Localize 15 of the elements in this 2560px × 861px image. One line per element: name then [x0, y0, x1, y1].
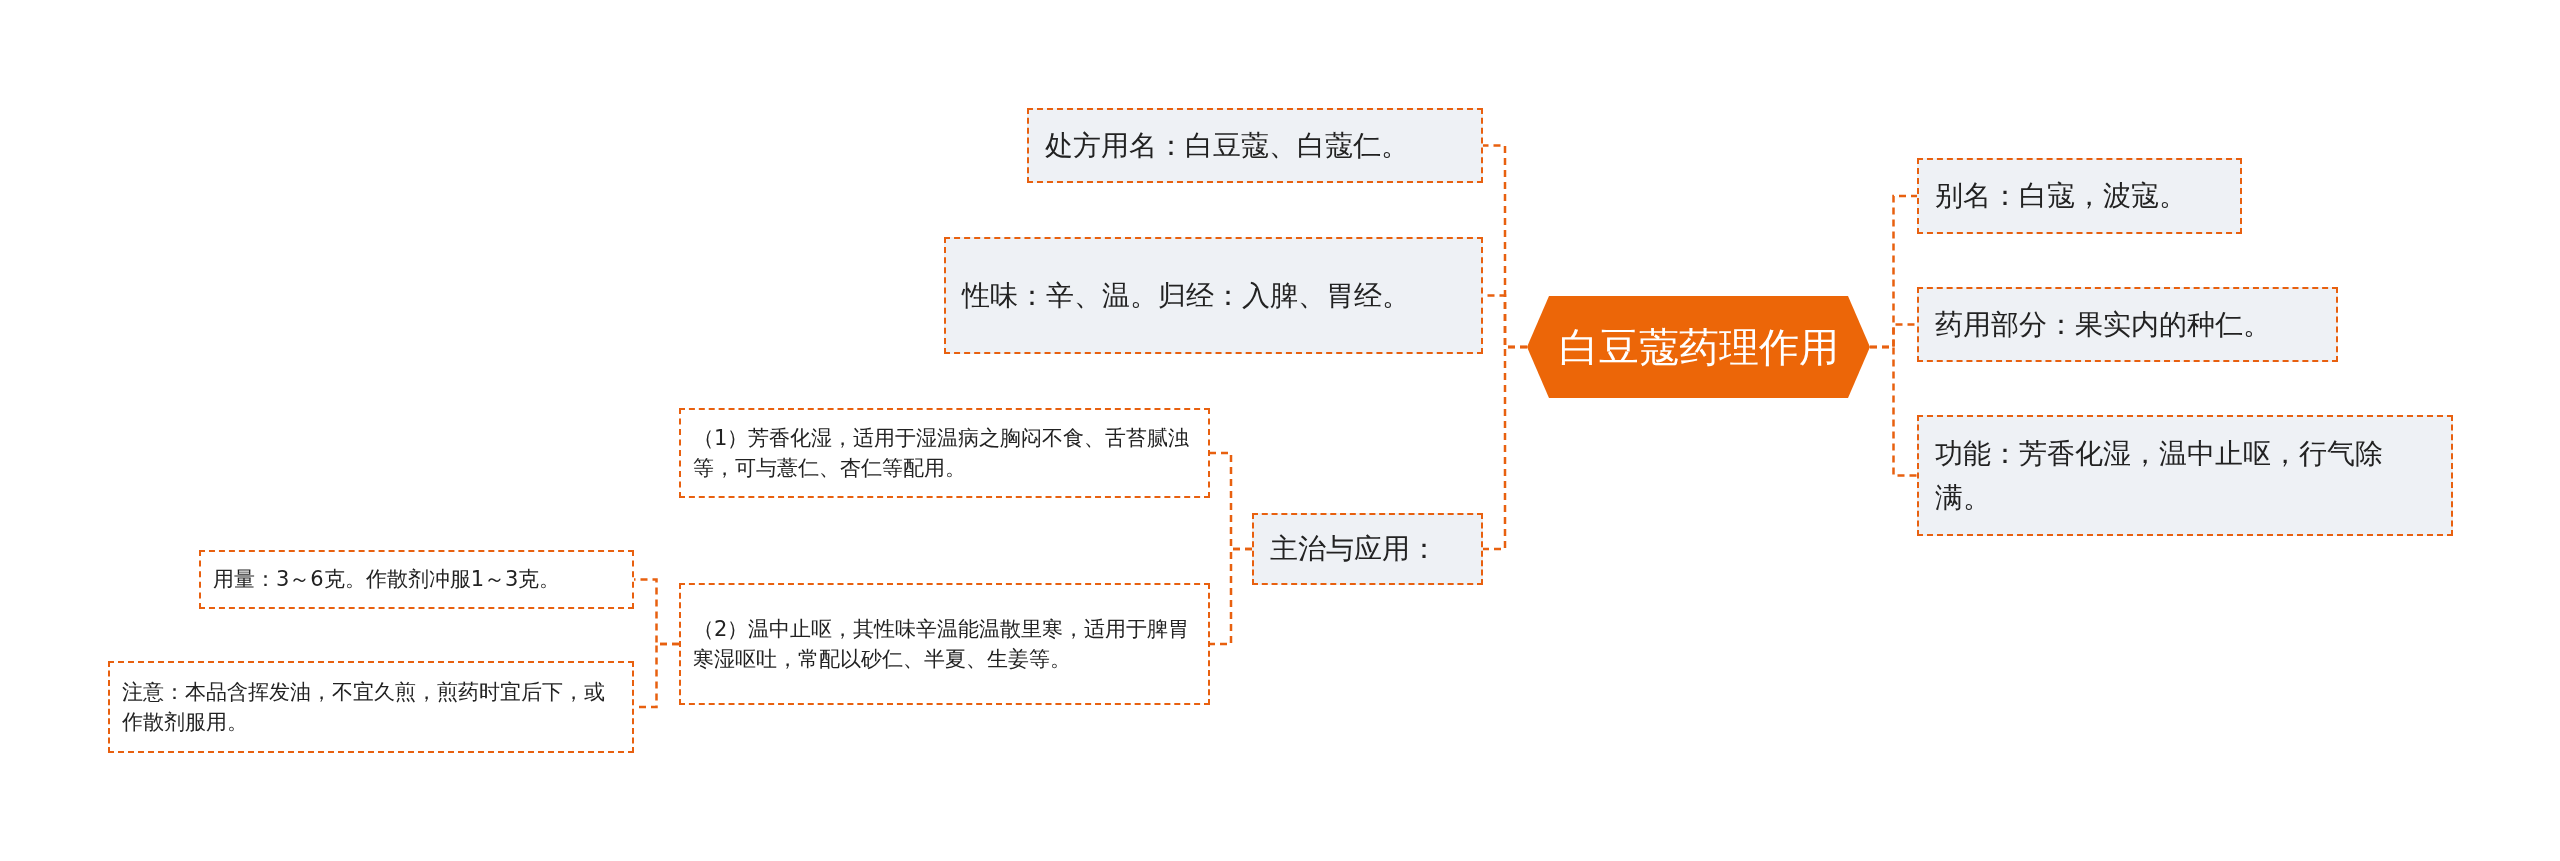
connector	[1870, 345, 1917, 477]
topic-box: 功能：芳香化湿，温中止呕，行气除满。	[1917, 415, 2453, 536]
central-topic	[1527, 296, 1870, 398]
topic-box: 用量：3～6克。作散剂冲服1～3克。	[199, 550, 634, 609]
topic-box: 处方用名：白豆蔻、白蔻仁。	[1027, 108, 1483, 183]
topic-box: （2）温中止呕，其性味辛温能温散里寒，适用于脾胃寒湿呕吐，常配以砂仁、半夏、生姜等。	[679, 583, 1210, 705]
topic-box: 性味：辛、温。归经：入脾、胃经。	[944, 237, 1483, 354]
topic-box: 药用部分：果实内的种仁。	[1917, 287, 2338, 362]
topic-box: 别名：白寇，波寇。	[1917, 158, 2242, 234]
topic-box: 注意：本品含挥发油，不宜久煎，煎药时宜后下，或作散剂服用。	[108, 661, 634, 753]
connector	[1483, 345, 1527, 551]
topic-box: （1）芳香化湿，适用于湿温病之胸闷不食、舌苔腻浊等，可与薏仁、杏仁等配用。	[679, 408, 1210, 498]
connector	[1210, 547, 1252, 646]
topic-box: 主治与应用：	[1252, 513, 1483, 585]
topic-title: 白豆蔻药理作用	[1558, 323, 1839, 372]
